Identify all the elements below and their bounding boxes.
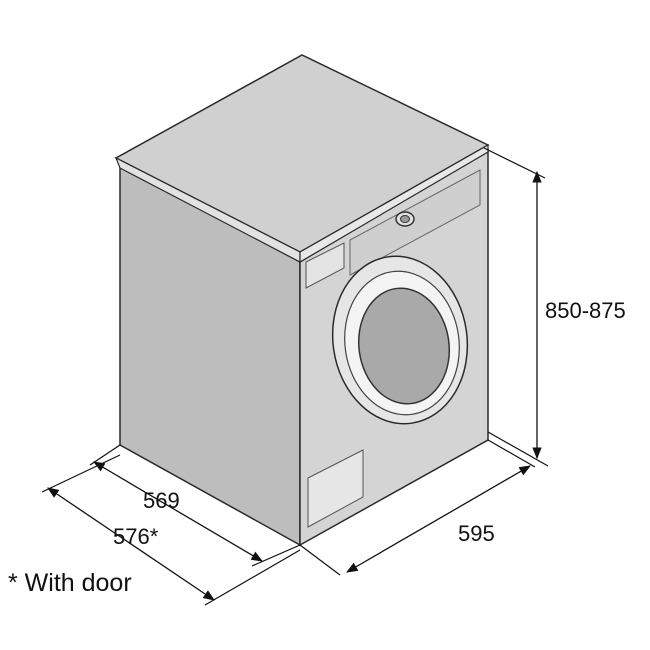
washing-machine	[114, 54, 490, 547]
control-panel	[349, 169, 481, 276]
depth-with-door-label: 576*	[113, 524, 159, 549]
height-label: 850-875	[545, 298, 626, 323]
width-label: 595	[458, 521, 495, 546]
detergent-drawer	[305, 242, 345, 289]
door-glass	[357, 287, 451, 405]
depth-dimension: 569 576*	[41, 444, 301, 606]
width-dimension: 595	[299, 439, 536, 576]
top-edge-right	[299, 143, 489, 264]
footnote: * With door	[8, 569, 132, 597]
height-dimension: 850-875	[483, 147, 626, 467]
depth-label: 569	[143, 488, 180, 513]
program-knob-center-icon	[400, 215, 410, 223]
